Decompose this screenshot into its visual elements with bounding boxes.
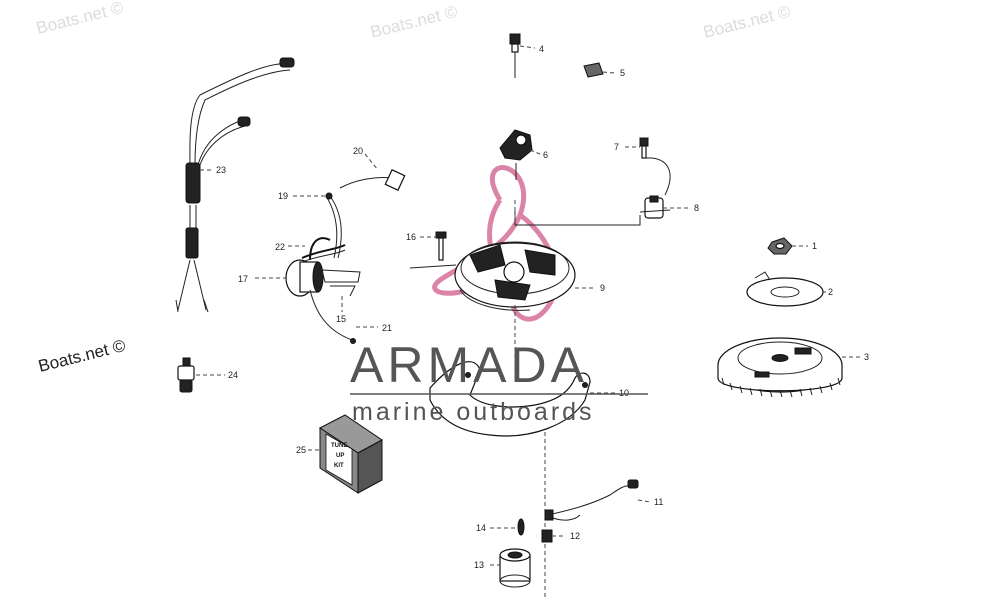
- callout-13: 13: [474, 560, 484, 570]
- watermark-top-left: Boats.net ©: [34, 0, 125, 38]
- watermark-group: Boats.net © Boats.net © Boats.net © Boat…: [34, 0, 792, 376]
- breaker-points-6: [499, 129, 533, 180]
- callout-7: 7: [614, 142, 619, 152]
- condenser-8: [514, 137, 671, 226]
- callout-19: 19: [278, 191, 288, 201]
- spark-plug-24: [177, 357, 195, 393]
- callout-20: 20: [353, 146, 363, 156]
- stator-plate-9: [409, 241, 576, 311]
- nut-1: [767, 237, 793, 255]
- key-14: [517, 518, 525, 536]
- tune-up-kit-25: TUNE UP KIT: [319, 414, 383, 494]
- screw-16: [435, 231, 447, 261]
- kit-label-line2: UP: [336, 453, 344, 459]
- terminal-icon: [237, 116, 251, 127]
- watermark-top-center: Boats.net ©: [368, 2, 459, 42]
- leader-lines: [196, 45, 860, 566]
- callout-21: 21: [382, 323, 392, 333]
- callout-6: 6: [543, 150, 548, 160]
- callout-labels: 1 2 3 4 5 6 7 8 9 10 11 12 13 14 15 16 1…: [216, 44, 869, 570]
- wiring-harness-23: [175, 57, 295, 313]
- kit-label-line3: KIT: [334, 463, 344, 469]
- armada-logo: ARMADA marine outboards: [350, 337, 648, 426]
- callout-23: 23: [216, 165, 226, 175]
- washer-2: [746, 271, 824, 307]
- brand-tagline: marine outboards: [352, 398, 595, 426]
- callout-11: 11: [654, 497, 663, 507]
- callout-12: 12: [570, 531, 580, 541]
- brand-name: ARMADA: [350, 337, 588, 393]
- callout-17: 17: [238, 274, 248, 284]
- watermark-top-right: Boats.net ©: [701, 2, 792, 42]
- lead-wire-11: [544, 479, 639, 521]
- watermark-left: Boats.net ©: [36, 336, 127, 376]
- callout-16: 16: [406, 232, 416, 242]
- callout-15: 15: [336, 314, 346, 324]
- callout-1: 1: [812, 241, 817, 251]
- callout-8: 8: [694, 203, 699, 213]
- callout-4: 4: [539, 44, 544, 54]
- kit-label-line1: TUNE: [331, 443, 347, 449]
- callout-14: 14: [476, 523, 486, 533]
- callout-3: 3: [864, 352, 869, 362]
- flywheel-3: [717, 337, 843, 398]
- coil-assembly: [285, 168, 406, 344]
- callout-22: 22: [275, 242, 285, 252]
- callout-25: 25: [296, 445, 306, 455]
- screw-4: [509, 33, 521, 78]
- callout-5: 5: [620, 68, 625, 78]
- screw-12: [541, 529, 553, 543]
- felt-pad-5: [583, 62, 604, 78]
- callout-24: 24: [228, 370, 238, 380]
- callout-9: 9: [600, 283, 605, 293]
- terminal-icon: [279, 57, 295, 68]
- bushing-13: [499, 548, 531, 588]
- callout-2: 2: [828, 287, 833, 297]
- callout-10: 10: [619, 388, 629, 398]
